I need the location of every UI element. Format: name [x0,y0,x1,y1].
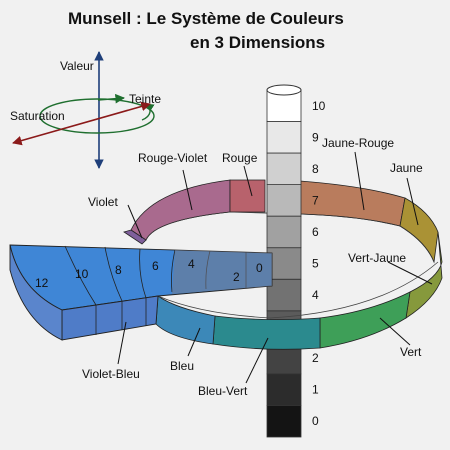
title-line-1: Munsell : Le Système de Couleurs [68,9,344,28]
leader-line-vert [379,317,411,346]
value-band [266,278,302,312]
leader-line-violet-bleu [117,321,127,365]
legend-hue-label: Teinte [129,92,161,106]
value-label: 10 [312,99,326,113]
hue-label-jaune: Jaune [390,161,423,175]
value-label: 8 [312,162,319,176]
leader-line-rouge [243,165,253,197]
ring-band-rouge [229,179,266,213]
title-line-2: en 3 Dimensions [190,33,326,52]
ring-top-edge-front [157,261,439,319]
chroma-label: 10 [75,267,89,281]
slab-gray-strip [172,250,272,294]
value-tick-labels: 0 1 2 4 5 6 7 8 9 10 [312,99,326,428]
hue-labels: Rouge Jaune-Rouge Jaune Vert-Jaune Vert … [82,136,433,398]
value-label: 4 [312,288,319,302]
slab-divider-2 [104,246,123,302]
value-label: 6 [312,225,319,239]
slab-divider-4 [171,249,176,293]
leader-line-jaune [406,177,419,226]
axes-legend: Valeur Teinte Saturation [10,51,161,169]
value-band [266,215,302,249]
value-band [266,152,302,186]
chroma-label: 12 [35,276,49,290]
slab-divider-3 [139,248,147,299]
value-band [266,247,302,280]
column-top-cap [266,84,302,96]
hue-label-vert-jaune: Vert-Jaune [348,251,406,265]
legend-value-label: Valeur [60,59,94,73]
chroma-label: 4 [188,257,195,271]
value-label: 9 [312,130,319,144]
hue-label-jaune-rouge: Jaune-Rouge [322,136,394,150]
chroma-label: 0 [256,261,263,275]
chroma-axis-arrow [12,101,151,146]
ring-inner-shadow [145,211,435,263]
hue-arrow [97,93,125,104]
hue-label-rouge: Rouge [222,151,258,165]
value-band [266,373,302,406]
hue-label-violet: Violet [88,195,118,209]
leader-line-rouge-violet [182,169,193,211]
ring-band-bleu-vert [212,315,321,350]
leader-line-vert-jaune [387,261,433,285]
value-label: 1 [312,383,319,397]
chroma-scale-slab [9,244,273,341]
value-label: 2 [312,351,319,365]
chroma-label: 6 [152,259,159,273]
leader-line-bleu-vert [245,337,269,384]
leader-line-violet [127,204,143,239]
legend-chroma-label: Saturation [10,109,65,123]
chroma-tick-labels: 12 10 8 6 4 2 0 [35,257,263,290]
slab-divider-1 [64,245,97,306]
hue-label-bleu-vert: Bleu-Vert [198,384,248,398]
value-band [266,121,302,154]
chroma-label: 2 [233,270,240,284]
hue-ring-back [123,179,439,264]
value-label: 7 [312,193,319,207]
hue-label-violet-bleu: Violet-Bleu [82,367,140,381]
leader-line-jaune-rouge [354,151,365,211]
hue-ring-front [155,231,443,350]
chroma-label: 8 [115,263,122,277]
ring-band-rouge-violet [130,179,231,241]
value-band [266,89,302,122]
leader-line-bleu [187,327,201,357]
value-label: 5 [312,257,319,271]
hue-label-bleu: Bleu [170,359,194,373]
value-band [266,184,302,217]
hue-label-vert: Vert [400,345,422,359]
ring-band-bleu [155,295,216,345]
ring-band-vert [319,291,411,349]
value-band [266,405,302,438]
slab-curved-face [9,244,63,341]
hue-label-rouge-violet: Rouge-Violet [138,151,208,165]
value-label: 0 [312,414,319,428]
